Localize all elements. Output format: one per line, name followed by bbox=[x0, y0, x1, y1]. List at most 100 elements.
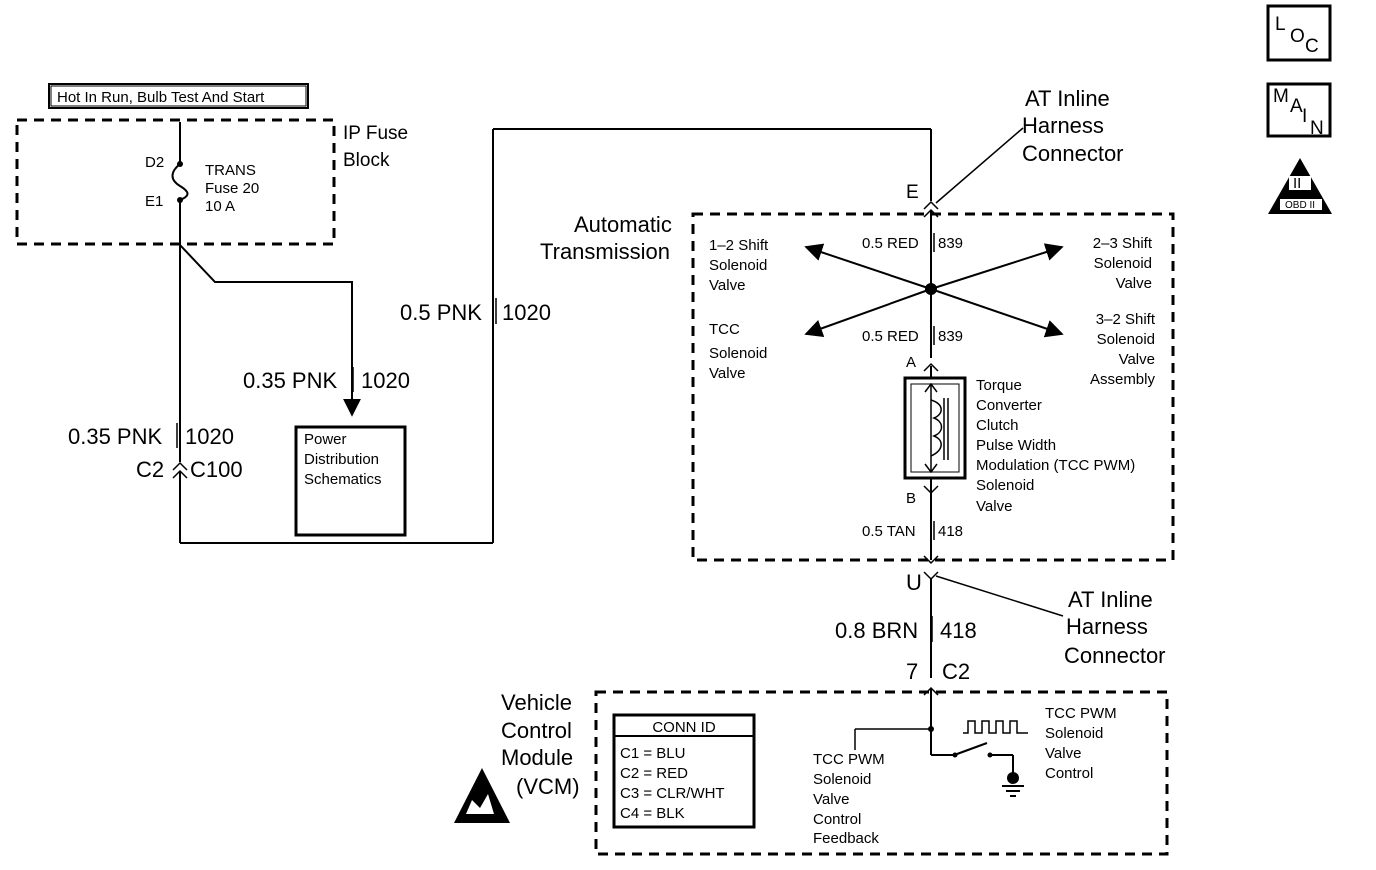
esd-warning-icon bbox=[454, 768, 510, 823]
svg-text:1–2 Shift: 1–2 Shift bbox=[709, 237, 769, 254]
vcm-connector: C2 bbox=[942, 659, 970, 684]
svg-text:M: M bbox=[1273, 86, 1289, 107]
svg-text:AT Inline: AT Inline bbox=[1025, 86, 1110, 111]
vcm-internal-circuit bbox=[854, 686, 1028, 797]
svg-text:Solenoid: Solenoid bbox=[1094, 255, 1152, 272]
svg-text:C3 = CLR/WHT: C3 = CLR/WHT bbox=[620, 785, 725, 802]
solenoid-3-2-shift: 3–2 Shift Solenoid Valve Assembly bbox=[1090, 311, 1156, 388]
svg-text:Feedback: Feedback bbox=[813, 830, 879, 847]
svg-text:Clutch: Clutch bbox=[976, 417, 1019, 434]
fuse-symbol bbox=[171, 122, 189, 203]
wire-circuit: 418 bbox=[940, 618, 977, 643]
wire-label: 0.5 TAN bbox=[862, 523, 916, 540]
svg-text:Connector: Connector bbox=[1064, 643, 1166, 668]
svg-text:L: L bbox=[1275, 14, 1286, 35]
svg-text:C4 = BLK: C4 = BLK bbox=[620, 805, 685, 822]
wire-1020-left bbox=[172, 128, 939, 544]
svg-text:Assembly: Assembly bbox=[1090, 371, 1156, 388]
svg-text:Hot In Run, Bulb Test And Star: Hot In Run, Bulb Test And Start bbox=[57, 89, 265, 106]
obd-badge[interactable]: II OBD II bbox=[1268, 158, 1332, 214]
svg-text:D2: D2 bbox=[145, 154, 164, 171]
svg-text:Valve: Valve bbox=[1045, 745, 1081, 762]
svg-text:Power: Power bbox=[304, 431, 347, 448]
svg-text:Valve: Valve bbox=[1119, 351, 1155, 368]
wire-label: 0.5 RED bbox=[862, 328, 919, 345]
wire-circuit: 1020 bbox=[361, 368, 410, 393]
svg-text:Solenoid: Solenoid bbox=[1097, 331, 1155, 348]
svg-text:Valve: Valve bbox=[976, 498, 1012, 515]
svg-text:Valve: Valve bbox=[709, 277, 745, 294]
svg-text:(VCM): (VCM) bbox=[516, 774, 580, 799]
svg-text:Harness: Harness bbox=[1066, 614, 1148, 639]
solenoid-tcc: TCC Solenoid Valve bbox=[709, 321, 767, 382]
transmission-wiring bbox=[804, 208, 1064, 565]
solenoid-2-3-shift: 2–3 Shift Solenoid Valve bbox=[1093, 235, 1153, 292]
pin-a: A bbox=[906, 354, 916, 371]
wire-circuit: 418 bbox=[938, 523, 963, 540]
wire-label: 0.5 RED bbox=[862, 235, 919, 252]
vcm-box: Vehicle Control Module (VCM) bbox=[501, 690, 1169, 856]
svg-text:Control: Control bbox=[1045, 765, 1093, 782]
svg-text:Schematics: Schematics bbox=[304, 471, 382, 488]
svg-text:Control: Control bbox=[501, 718, 572, 743]
power-distribution-box[interactable]: Power Distribution Schematics bbox=[294, 425, 407, 537]
svg-text:Control: Control bbox=[813, 811, 861, 828]
wire-label: 0.35 PNK bbox=[68, 424, 162, 449]
tcc-pwm-feedback-label: TCC PWM Solenoid Valve Control Feedback bbox=[813, 751, 885, 847]
tcc-pwm-solenoid: Torque Converter Clutch Pulse Width Modu… bbox=[903, 376, 1135, 515]
svg-text:Solenoid: Solenoid bbox=[709, 345, 767, 362]
svg-text:TRANS: TRANS bbox=[205, 162, 256, 179]
svg-text:Pulse Width: Pulse Width bbox=[976, 437, 1056, 454]
wire-label: 0.35 PNK bbox=[243, 368, 337, 393]
wire-1020-branch bbox=[179, 244, 361, 417]
svg-text:C1 = BLU: C1 = BLU bbox=[620, 745, 685, 762]
svg-text:IP Fuse: IP Fuse bbox=[343, 123, 408, 144]
at-inline-connector-top: AT Inline Harness Connector bbox=[935, 86, 1124, 204]
svg-text:E1: E1 bbox=[145, 193, 163, 210]
ip-fuse-block: IP Fuse Block D2 E1 TRANS Fuse 20 10 A bbox=[15, 118, 408, 246]
svg-text:Module: Module bbox=[501, 745, 573, 770]
at-inline-connector-bottom: AT Inline Harness Connector bbox=[923, 571, 1166, 678]
wire-label: 0.5 PNK bbox=[400, 300, 482, 325]
svg-text:Transmission: Transmission bbox=[540, 239, 670, 264]
circuit-title: Hot In Run, Bulb Test And Start bbox=[48, 83, 309, 109]
wire-label: 0.8 BRN bbox=[835, 618, 918, 643]
wire-circuit: 839 bbox=[938, 328, 963, 345]
svg-text:O: O bbox=[1290, 26, 1305, 47]
svg-text:A: A bbox=[1290, 96, 1303, 117]
svg-text:Solenoid: Solenoid bbox=[1045, 725, 1103, 742]
svg-text:Automatic: Automatic bbox=[574, 212, 672, 237]
svg-text:TCC PWM: TCC PWM bbox=[1045, 705, 1117, 722]
svg-text:Valve: Valve bbox=[1116, 275, 1152, 292]
pin-b: B bbox=[906, 490, 916, 507]
svg-text:C: C bbox=[1305, 36, 1319, 57]
svg-text:AT Inline: AT Inline bbox=[1068, 587, 1153, 612]
svg-text:TCC: TCC bbox=[709, 321, 740, 338]
svg-text:Distribution: Distribution bbox=[304, 451, 379, 468]
conn-id-table: CONN ID C1 = BLU C2 = RED C3 = CLR/WHT C… bbox=[612, 713, 756, 829]
svg-text:CONN ID: CONN ID bbox=[652, 719, 716, 736]
svg-text:Block: Block bbox=[343, 150, 390, 171]
pin-vcm: 7 bbox=[906, 659, 918, 684]
svg-text:Connector: Connector bbox=[1022, 141, 1124, 166]
wire-circuit: 1020 bbox=[185, 424, 234, 449]
automatic-transmission-box: Automatic Transmission bbox=[540, 212, 1175, 562]
svg-text:10 A: 10 A bbox=[205, 198, 235, 215]
svg-text:Valve: Valve bbox=[709, 365, 745, 382]
svg-text:C2 = RED: C2 = RED bbox=[620, 765, 688, 782]
svg-text:Solenoid: Solenoid bbox=[709, 257, 767, 274]
main-badge[interactable]: M A I N bbox=[1266, 82, 1332, 139]
pin-e: E bbox=[906, 182, 919, 203]
svg-text:I: I bbox=[1302, 106, 1307, 127]
svg-text:2–3 Shift: 2–3 Shift bbox=[1093, 235, 1153, 252]
svg-text:Solenoid: Solenoid bbox=[813, 771, 871, 788]
svg-text:Solenoid: Solenoid bbox=[976, 477, 1034, 494]
svg-text:TCC PWM: TCC PWM bbox=[813, 751, 885, 768]
connector-left: C2 bbox=[136, 457, 164, 482]
loc-badge[interactable]: L O C bbox=[1266, 4, 1332, 62]
svg-text:Modulation (TCC PWM): Modulation (TCC PWM) bbox=[976, 457, 1135, 474]
svg-text:OBD II: OBD II bbox=[1285, 200, 1315, 211]
svg-text:Harness: Harness bbox=[1022, 113, 1104, 138]
svg-text:Torque: Torque bbox=[976, 377, 1022, 394]
svg-text:N: N bbox=[1310, 118, 1324, 139]
